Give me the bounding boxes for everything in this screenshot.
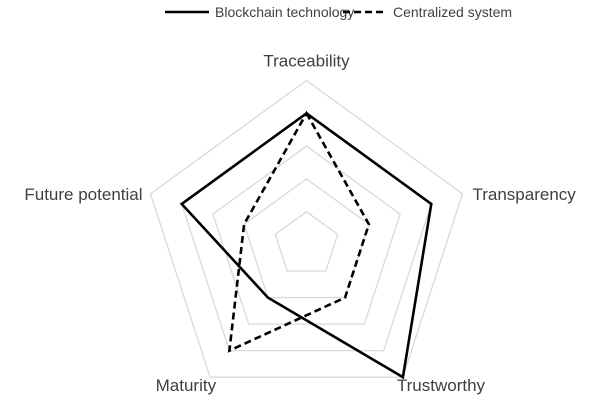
- axis-label-traceability: Traceability: [263, 52, 350, 71]
- grid-ring-2: [243, 178, 370, 299]
- axis-label-maturity: Maturity: [156, 376, 217, 395]
- legend-label-0: Blockchain technology: [215, 4, 354, 20]
- series-blockchain-technology: [179, 111, 433, 380]
- grid-ring-5: [149, 79, 464, 378]
- grid-ring-1: [274, 210, 339, 272]
- axis-label-trustworthy: Trustworthy: [397, 376, 486, 395]
- grid-ring-3: [212, 145, 401, 325]
- legend-label-1: Centralized system: [393, 4, 512, 20]
- series-centralized-system: [227, 110, 371, 353]
- axis-label-future-potential: Future potential: [24, 185, 142, 204]
- axis-label-transparency: Transparency: [472, 185, 576, 204]
